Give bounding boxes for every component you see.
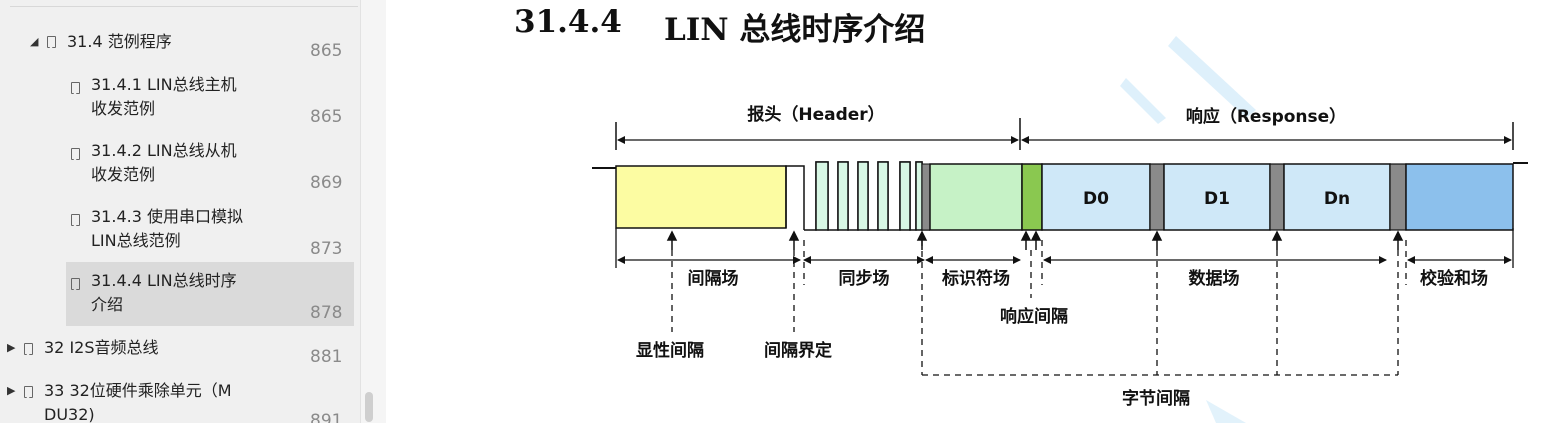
interbyte-space-label: 字节间隔 [1122, 388, 1190, 409]
expand-triangle-icon[interactable]: ◢ [30, 35, 39, 48]
section-title: LIN 总线时序介绍 [664, 12, 926, 48]
toc-page-number: 865 [310, 41, 343, 61]
break-delimiter-pulse [785, 165, 805, 230]
toc-item-31-4-4[interactable]: 31.4.4 LIN总线时序 介绍 878 [66, 262, 354, 326]
data-byte-block [1041, 163, 1151, 231]
toc-item-label: 31.4.1 LIN总线主机 收发范例 [91, 75, 237, 118]
collapse-triangle-icon[interactable]: ▶ [7, 341, 16, 354]
bookmark-icon [71, 278, 80, 291]
toc-page-number: 891 [310, 411, 343, 423]
data-byte-block [1163, 163, 1271, 231]
bookmark-icon [24, 386, 33, 399]
toc-page-number: 873 [310, 239, 343, 259]
lin-timing-diagram: 报头（Header） 响应（Response） D0 D1 [592, 104, 1528, 409]
response-space-block [1021, 163, 1043, 231]
toc-page-number: 865 [310, 107, 343, 127]
checksum-field-label: 校验和场 [1420, 268, 1488, 289]
watermark-shape [1120, 36, 1256, 423]
data-byte-block [1283, 163, 1391, 231]
toc-item-31-4-2[interactable]: 31.4.2 LIN总线从机 收发范例 869 [66, 138, 354, 196]
bookmark-icon [24, 343, 33, 356]
outline-sidebar: ◢ 31.4 范例程序 865 31.4.1 LIN总线主机 收发范例 865 … [0, 0, 360, 423]
interbyte-space-block [1149, 163, 1165, 231]
toc-page-number: 869 [310, 173, 343, 193]
response-label: 响应（Response） [1186, 106, 1346, 127]
toc-page-number: 878 [310, 303, 343, 323]
header-label: 报头（Header） [747, 104, 884, 125]
toc-item-33[interactable]: ▶ 33 32位硬件乘除单元（M DU32) 891 [0, 378, 356, 423]
toc-item-label: 32 I2S音频总线 [44, 338, 159, 357]
byte-label-d1: D1 [1204, 189, 1230, 209]
identifier-field-block [929, 163, 1023, 231]
divider [10, 6, 358, 7]
interbyte-space-block [1389, 163, 1407, 231]
break-field-block [615, 165, 787, 229]
sync-field-label: 同步场 [839, 268, 890, 289]
break-delimiter-label: 间隔界定 [764, 340, 832, 361]
toc-item-32[interactable]: ▶ 32 I2S音频总线 881 [0, 334, 356, 374]
identifier-field-label: 标识符场 [942, 268, 1010, 289]
toc-item-31-4-3[interactable]: 31.4.3 使用串口模拟 LIN总线范例 873 [66, 204, 354, 262]
byte-label-dn: Dn [1324, 189, 1350, 209]
bookmark-icon [71, 214, 80, 227]
collapse-triangle-icon[interactable]: ▶ [7, 384, 16, 397]
toc-item-label: 31.4.3 使用串口模拟 LIN总线范例 [91, 207, 243, 250]
toc-item-label: 33 32位硬件乘除单元（M DU32) [44, 381, 232, 423]
toc-item-label: 31.4 范例程序 [67, 32, 172, 51]
interbyte-space-block [1269, 163, 1285, 231]
checksum-field-block [1405, 163, 1514, 231]
dominant-label: 显性间隔 [636, 340, 704, 361]
scrollbar-thumb[interactable] [365, 392, 373, 422]
response-space-label: 响应间隔 [1000, 306, 1068, 327]
break-field-label: 间隔场 [688, 268, 739, 289]
bookmark-icon [71, 82, 80, 95]
document-page: 31.4.4 LIN 总线时序介绍 报头（Header） 响应（Response… [386, 0, 1542, 423]
toc-item-31-4[interactable]: ◢ 31.4 范例程序 865 [26, 26, 356, 62]
toc-page-number: 881 [310, 347, 343, 367]
bookmark-icon [71, 148, 80, 161]
bookmark-icon [47, 36, 56, 49]
toc-item-label: 31.4.4 LIN总线时序 介绍 [91, 271, 237, 314]
data-field-label: 数据场 [1189, 268, 1240, 289]
section-number: 31.4.4 [514, 4, 622, 40]
toc-item-label: 31.4.2 LIN总线从机 收发范例 [91, 141, 237, 184]
byte-label-d0: D0 [1083, 189, 1109, 209]
sidebar-scrollbar[interactable] [360, 0, 387, 423]
toc-item-31-4-1[interactable]: 31.4.1 LIN总线主机 收发范例 865 [66, 72, 354, 130]
